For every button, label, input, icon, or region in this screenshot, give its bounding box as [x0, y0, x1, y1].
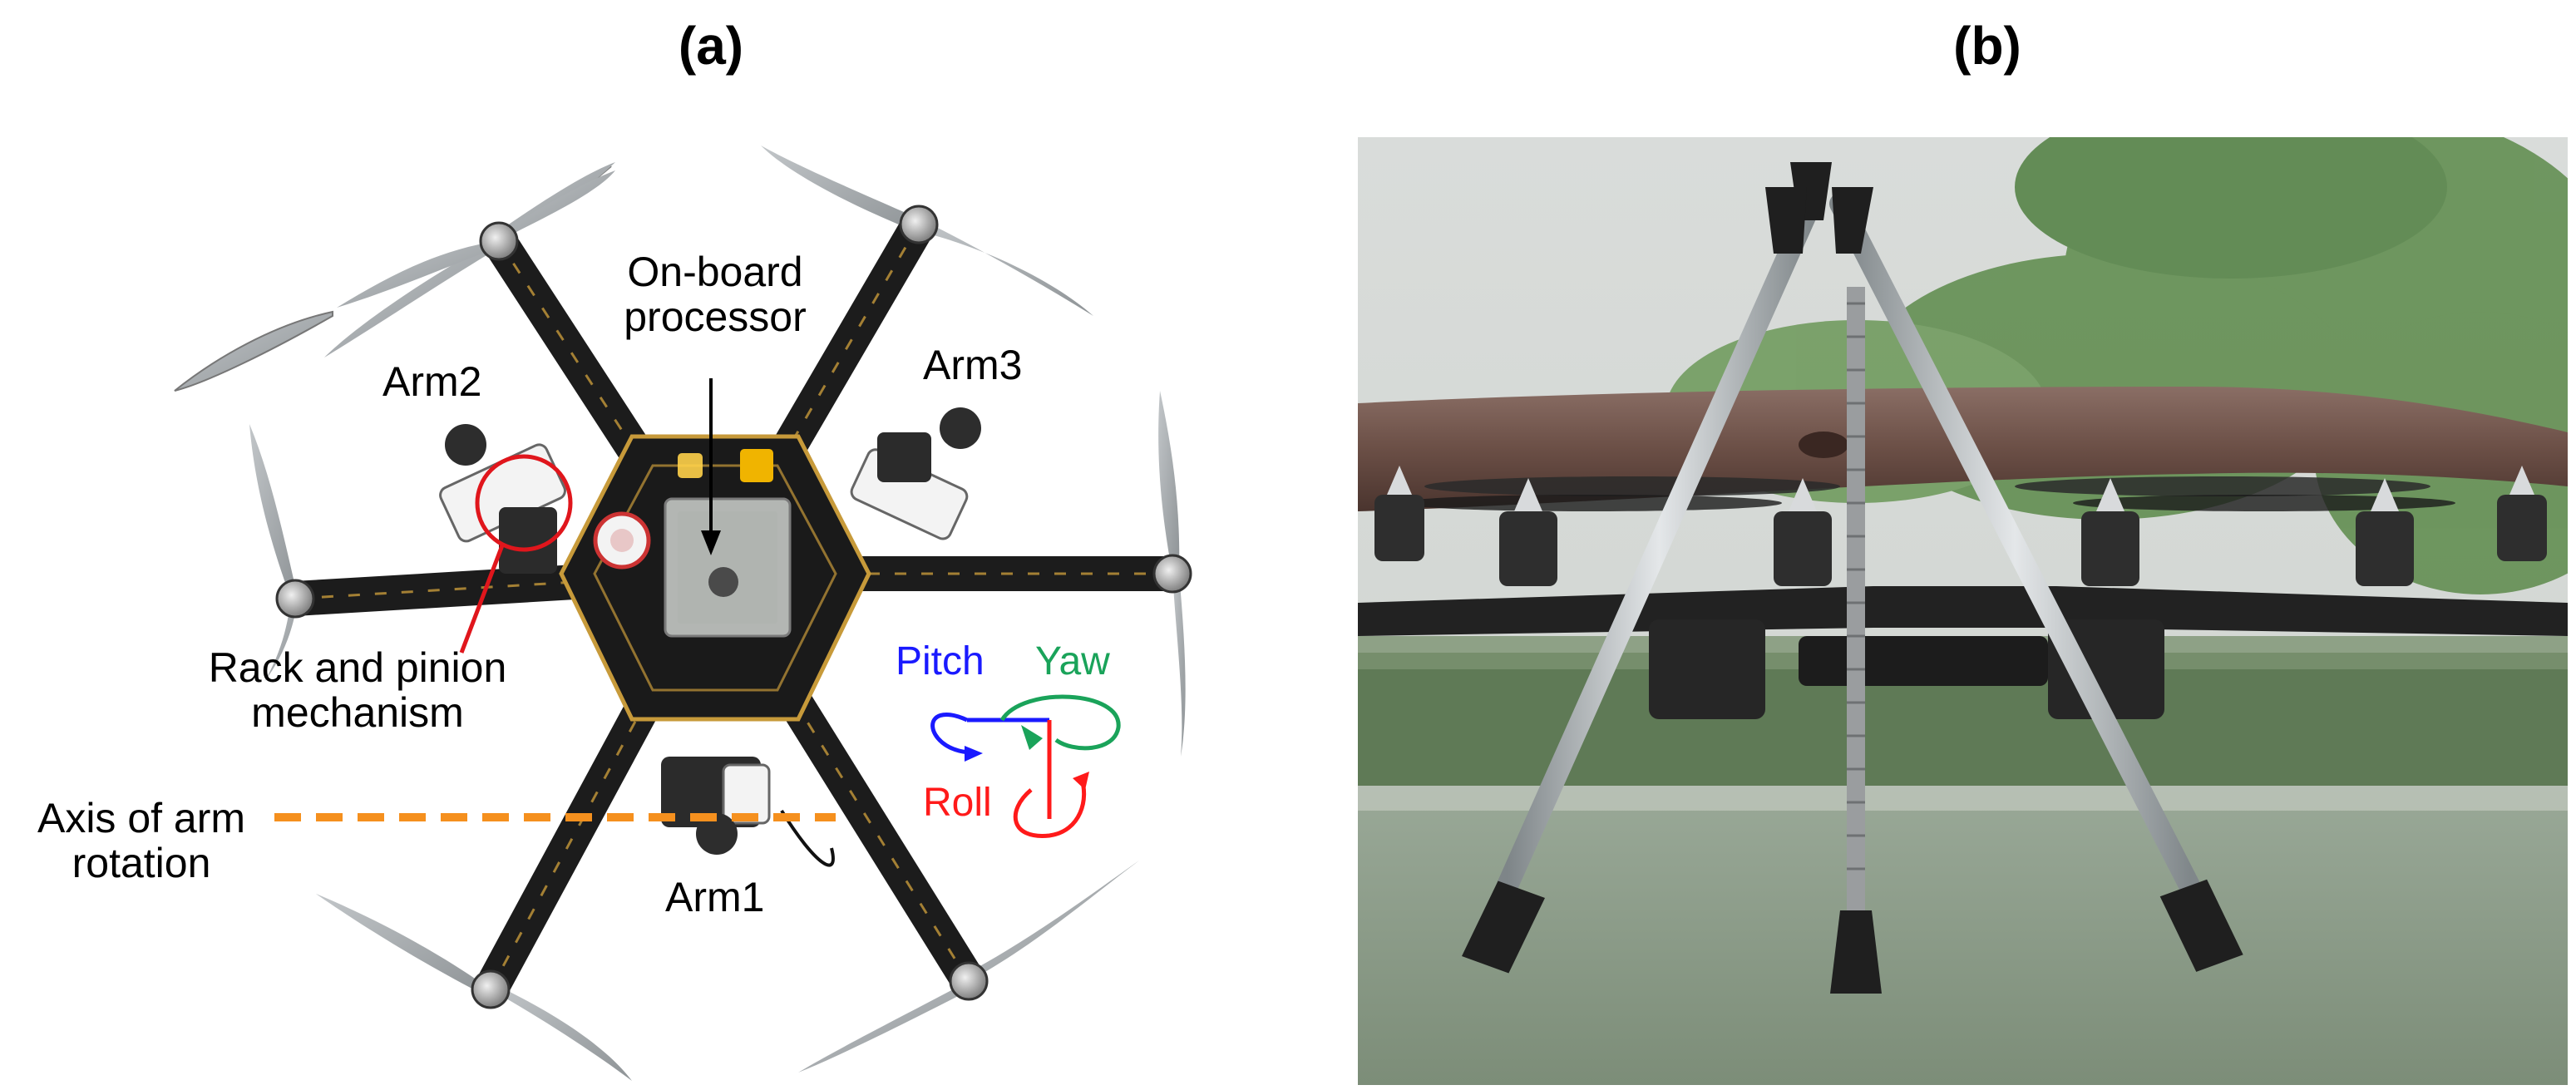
motor-hubs — [275, 205, 1192, 1009]
arm2-servo-assembly — [439, 424, 566, 574]
drone-photo — [174, 145, 1192, 1081]
onboard-processor-label-line1: On-board — [627, 249, 803, 295]
pond-water — [1358, 786, 2568, 1085]
propeller-bottom-right — [798, 861, 1139, 1073]
yellow-connector — [678, 449, 773, 482]
arm1-servo-assembly — [661, 757, 835, 867]
rack-pinion-pointer-line — [459, 545, 505, 654]
arm3-servo-assembly — [850, 407, 981, 540]
axis-of-rotation-label-line2: rotation — [72, 840, 211, 886]
axis-of-rotation-label: Axis of arm rotation — [0, 796, 283, 885]
tree-foliage — [1666, 137, 2568, 594]
rack-pinion-label-line1: Rack and pinion — [208, 644, 507, 691]
propeller-bottom-left — [316, 894, 632, 1081]
propeller-top-left-blades — [337, 170, 615, 308]
yaw-label: Yaw — [1035, 639, 1110, 683]
axis-of-rotation-label-line1: Axis of arm — [37, 795, 246, 841]
roll-label: Roll — [923, 781, 992, 825]
arm1-label: Arm1 — [665, 874, 765, 920]
pitch-yaw-roll-diagram — [930, 694, 1121, 838]
arm2-label: Arm2 — [382, 358, 482, 405]
scene-photo — [1358, 137, 2568, 1085]
panel-label-b: (b) — [1953, 16, 2021, 76]
panel-label-a: (a) — [678, 16, 744, 76]
propeller-left — [249, 424, 298, 682]
red-white-disc — [593, 511, 651, 570]
propeller-top-right — [761, 145, 1093, 316]
rack-pinion-highlight-circle — [475, 454, 573, 552]
pitch-label: Pitch — [896, 639, 985, 683]
onboard-processor-label: On-board processor — [590, 249, 840, 339]
onboard-processor-label-line2: processor — [624, 293, 807, 340]
propeller-right — [1158, 391, 1186, 757]
arm3-label: Arm3 — [923, 342, 1023, 388]
rack-pinion-label: Rack and pinion mechanism — [166, 645, 549, 735]
rack-pinion-label-line2: mechanism — [251, 689, 464, 736]
onboard-processor-box — [664, 497, 792, 638]
drone-render — [1358, 162, 2568, 994]
processor-pointer-arrow — [701, 378, 721, 555]
